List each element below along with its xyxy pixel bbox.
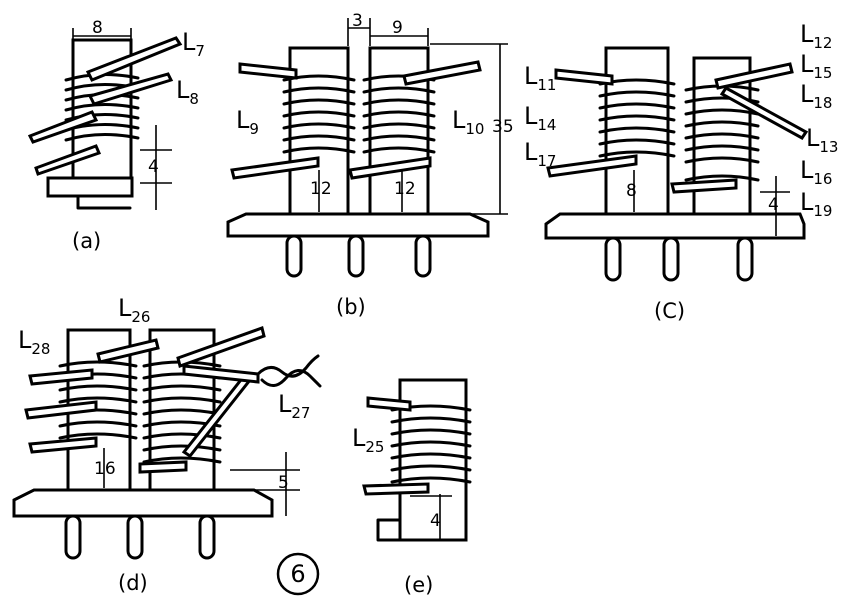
dimension-label: 12 xyxy=(310,179,332,199)
dimension-line xyxy=(760,176,790,236)
coil-label: L15 xyxy=(800,50,832,82)
panel-caption: (e) xyxy=(404,573,433,597)
panel-d: 16 5 L26 L28 L27 (d) xyxy=(12,294,322,595)
dimension-line xyxy=(230,452,300,516)
terminal-pin xyxy=(64,514,82,560)
dimension-line xyxy=(430,43,508,215)
terminal-pin xyxy=(126,514,144,560)
coil-former xyxy=(604,46,670,216)
dimension-label: 8 xyxy=(626,181,637,201)
lead-wire xyxy=(28,436,98,454)
lead-wire xyxy=(182,364,260,384)
terminal-pin xyxy=(414,234,432,278)
coil-label: L28 xyxy=(18,326,50,358)
lead-wire xyxy=(714,62,794,90)
dimension-label: 8 xyxy=(92,18,103,38)
lead-wire xyxy=(28,368,94,386)
panel-b: 3 9 35 12 12 L9 L10 (b) xyxy=(226,11,514,319)
former-notch xyxy=(376,518,402,542)
svg-text:6: 6 xyxy=(290,560,305,588)
coil-label: L18 xyxy=(800,80,832,112)
dimension-label: 9 xyxy=(392,18,403,38)
figure-number: 6 xyxy=(276,552,320,596)
panel-a: 8 4 L7 L8 (a) xyxy=(27,18,205,253)
winding-group xyxy=(390,404,472,484)
lead-wire xyxy=(366,396,412,412)
coil-label: L17 xyxy=(524,138,556,170)
lead-wire xyxy=(85,36,183,82)
coil-label: L9 xyxy=(236,106,259,138)
dimension-label: 16 xyxy=(94,459,116,479)
coil-label: L19 xyxy=(800,188,832,220)
dimension-line xyxy=(410,494,452,541)
twisted-wire xyxy=(256,354,322,388)
lead-wire xyxy=(34,144,102,176)
terminal-pin xyxy=(285,234,303,278)
coil-label: L14 xyxy=(524,102,556,134)
dimension-label: 12 xyxy=(394,179,416,199)
coil-label: L13 xyxy=(806,124,838,156)
former-base xyxy=(46,176,134,198)
lead-wire xyxy=(87,72,174,106)
coil-label: L27 xyxy=(278,390,310,422)
lead-wire xyxy=(176,326,266,368)
coil-label: L8 xyxy=(176,76,199,108)
panel-e: 4 L25 (e) xyxy=(352,378,472,597)
winding-group xyxy=(58,360,138,440)
terminal-pin xyxy=(347,234,365,278)
lead-wire xyxy=(27,110,99,144)
coil-label: L16 xyxy=(800,156,832,188)
terminal-pin xyxy=(662,236,680,282)
lead-wire xyxy=(24,400,98,420)
former-notch xyxy=(76,194,132,210)
coil-label: L10 xyxy=(452,106,484,138)
winding-group xyxy=(598,78,676,158)
base-plate xyxy=(544,212,806,240)
lead-wire xyxy=(554,68,614,86)
dimension-label: 4 xyxy=(148,157,159,177)
lead-wire xyxy=(348,156,432,180)
lead-wire xyxy=(138,460,188,474)
lead-wire xyxy=(96,338,160,364)
winding-group xyxy=(282,74,356,154)
panel-caption: (b) xyxy=(336,295,366,319)
panel-caption: (a) xyxy=(72,229,101,253)
terminal-pin xyxy=(736,236,754,282)
lead-wire xyxy=(546,154,638,178)
dimension-label: 3 xyxy=(352,11,363,31)
dimension-label: 5 xyxy=(278,473,289,493)
winding-group xyxy=(362,74,436,154)
panel-caption: (C) xyxy=(654,299,685,323)
lead-wire xyxy=(230,156,320,180)
coil-label: L25 xyxy=(352,424,384,456)
base-plate xyxy=(12,488,274,518)
dimension-line xyxy=(140,125,172,210)
dimension-line xyxy=(72,28,132,44)
dimension-label: 4 xyxy=(768,195,779,215)
coil-label: L7 xyxy=(182,28,205,60)
panel-caption: (d) xyxy=(118,571,148,595)
coil-label: L26 xyxy=(118,294,150,326)
dimension-line xyxy=(347,18,429,46)
panel-c: 8 4 L11 L14 L17 L12 L15 L18 L13 L16 L19 … xyxy=(524,20,838,323)
lead-wire xyxy=(670,178,738,194)
lead-wire xyxy=(719,86,809,140)
lead-wire xyxy=(238,62,298,80)
coil-label: L11 xyxy=(524,62,556,94)
dimension-label: 4 xyxy=(430,511,441,531)
lead-wire xyxy=(362,482,430,496)
dimension-label: 35 xyxy=(492,117,514,137)
coil-label: L12 xyxy=(800,20,832,52)
terminal-pin xyxy=(604,236,622,282)
lead-wire xyxy=(402,60,482,86)
base-plate xyxy=(226,212,490,238)
terminal-pin xyxy=(198,514,216,560)
